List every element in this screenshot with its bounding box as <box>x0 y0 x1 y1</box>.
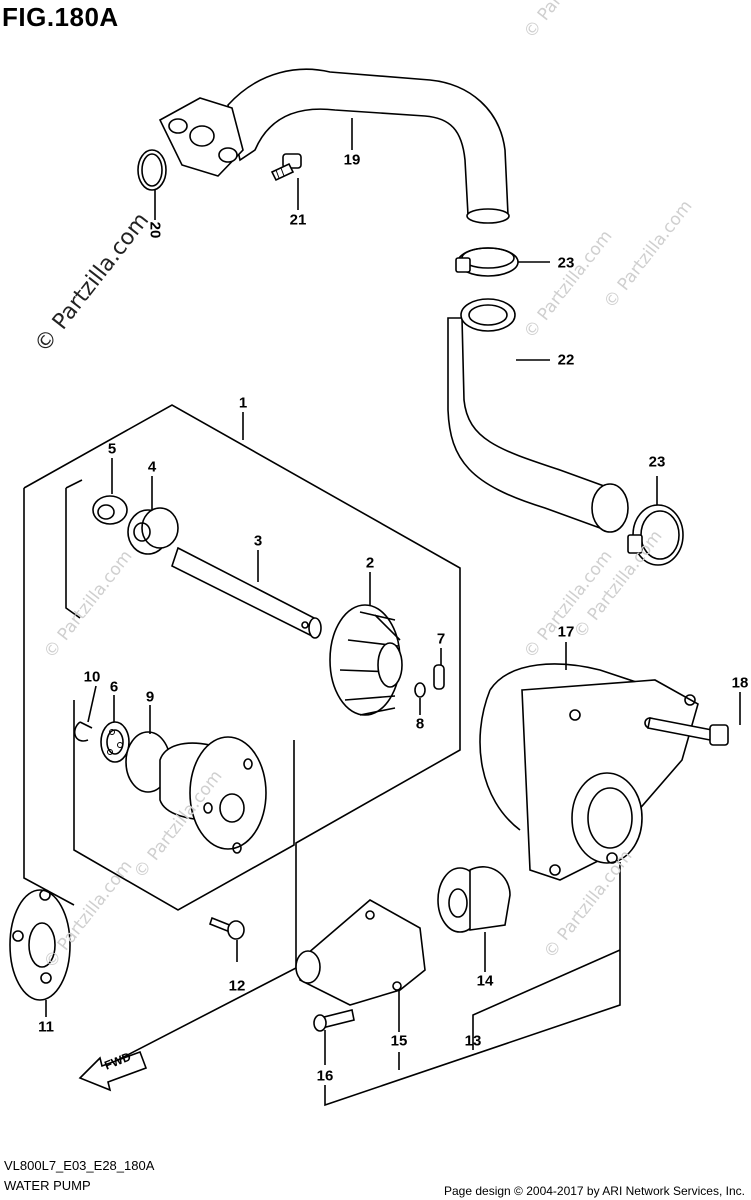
callout-18: 18 <box>731 674 749 692</box>
pump-cover <box>521 679 699 881</box>
mech-seal-4 <box>127 507 179 555</box>
fwd-arrow-icon <box>78 1050 148 1092</box>
impeller-2 <box>329 604 403 716</box>
washer-8 <box>414 682 426 698</box>
pipe-19 <box>158 68 510 224</box>
callout-16: 16 <box>316 1067 334 1085</box>
copyright-credit: Page design © 2004-2017 by ARI Network S… <box>443 1184 745 1198</box>
callout-20: 20 <box>146 221 164 239</box>
thermostat-14 <box>437 866 511 933</box>
pin-7 <box>433 664 445 690</box>
callout-13: 13 <box>464 1032 482 1050</box>
callout-23-top: 23 <box>557 254 575 272</box>
callout-23-right: 23 <box>648 453 666 471</box>
callout-10: 10 <box>83 668 101 686</box>
callout-22: 22 <box>557 351 575 369</box>
pump-body <box>159 736 267 854</box>
figure-name: WATER PUMP <box>4 1178 91 1193</box>
clamp-23-right <box>627 504 684 566</box>
leader-lines <box>45 118 741 1107</box>
callout-7: 7 <box>436 630 446 648</box>
screw-12 <box>209 916 245 940</box>
thermostat-cover-15 <box>295 899 426 1006</box>
bolt-21 <box>270 153 302 182</box>
callout-14: 14 <box>476 972 494 990</box>
callout-3: 3 <box>253 532 263 550</box>
callout-4: 4 <box>147 458 157 476</box>
callout-2: 2 <box>365 554 375 572</box>
callout-9: 9 <box>145 688 155 706</box>
gasket-11 <box>9 889 71 1001</box>
callout-11: 11 <box>38 1018 54 1036</box>
shaft-3 <box>171 546 322 639</box>
callout-21: 21 <box>289 211 307 229</box>
bearing-6 <box>100 721 130 763</box>
figure-title: FIG.180A <box>2 2 119 32</box>
callout-12: 12 <box>228 977 246 995</box>
callout-15: 15 <box>390 1032 408 1050</box>
callout-6: 6 <box>109 678 119 696</box>
hose-22 <box>447 298 629 533</box>
e-clip-10 <box>73 721 93 742</box>
callout-19: 19 <box>343 151 361 169</box>
bolt-18 <box>647 717 729 746</box>
callout-5: 5 <box>107 440 117 458</box>
bolt-16 <box>313 1009 355 1032</box>
callout-8: 8 <box>415 715 425 733</box>
callout-17: 17 <box>557 623 575 641</box>
callout-1: 1 <box>238 394 248 412</box>
figure-code: VL800L7_E03_E28_180A <box>4 1158 155 1173</box>
clamp-23-top <box>455 247 519 277</box>
